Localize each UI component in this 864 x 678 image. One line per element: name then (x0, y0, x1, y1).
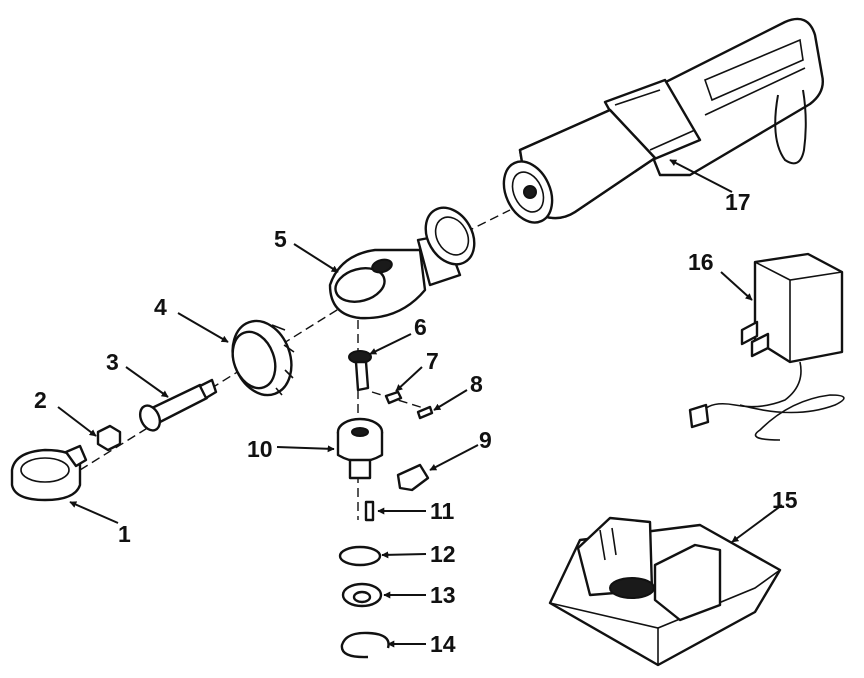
callout-13: 13 (430, 582, 456, 608)
part-12-o-ring (338, 545, 382, 567)
part-6-pawl-pin (348, 350, 372, 392)
part-5-ratchet-head (328, 206, 476, 320)
callout-6: 6 (414, 314, 427, 340)
part-9-reversing-lever (396, 463, 430, 492)
part-7-spring (384, 390, 403, 405)
part-17-ratchet-body (502, 17, 824, 224)
part-2-nut (96, 424, 122, 452)
part-1-ring-gear (10, 444, 88, 502)
callout-labels: 1 2 3 4 5 6 7 8 9 10 11 12 13 14 15 16 1… (34, 189, 798, 657)
part-8-pin (416, 405, 434, 420)
callout-17: 17 (725, 189, 751, 215)
part-13-washer (341, 582, 383, 608)
callout-9: 9 (479, 427, 492, 453)
callout-16: 16 (688, 249, 714, 275)
callout-12: 12 (430, 541, 456, 567)
part-15-charging-base (548, 516, 782, 667)
callout-5: 5 (274, 226, 287, 252)
part-16-charger-transformer (688, 252, 845, 441)
part-11-detent-pin (364, 500, 375, 522)
part-3-pin-shaft (138, 378, 218, 432)
callout-3: 3 (106, 349, 119, 375)
callout-14: 14 (430, 631, 456, 657)
callout-15: 15 (772, 487, 798, 513)
part-14-snap-ring (340, 631, 390, 659)
leader-arrows (57, 159, 783, 648)
part-4-retaining-nut (231, 319, 295, 397)
callout-10: 10 (247, 436, 273, 462)
callout-7: 7 (426, 348, 439, 374)
callout-2: 2 (34, 387, 47, 413)
callout-4: 4 (154, 294, 167, 320)
callout-8: 8 (470, 371, 483, 397)
part-10-drive-anvil (336, 417, 384, 480)
callout-1: 1 (118, 521, 131, 547)
callout-11: 11 (430, 498, 455, 524)
